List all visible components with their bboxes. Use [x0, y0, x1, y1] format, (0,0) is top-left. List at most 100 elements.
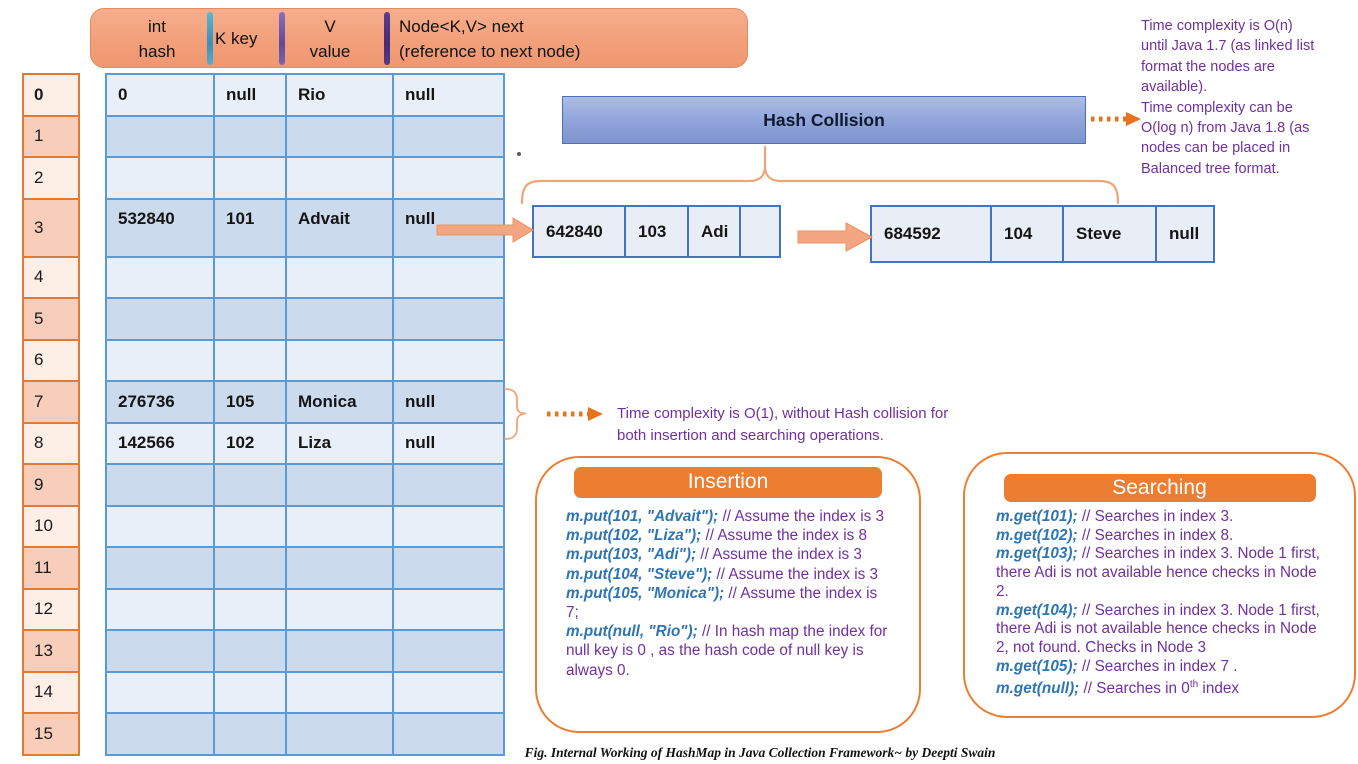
bucket-cell [213, 670, 287, 714]
note-line: format the nodes are [1141, 58, 1275, 75]
code-line: there Adi is not available hence checks … [996, 564, 1317, 582]
note-line: Balanced tree format. [1141, 160, 1280, 177]
bucket-cell: null [392, 421, 505, 465]
bucket-row [105, 463, 505, 507]
bucket-cell [285, 297, 394, 341]
bucket-cell [392, 114, 505, 158]
bucket-cell [285, 114, 394, 158]
bucket-row [105, 587, 505, 631]
column-label-v-value: V value [309, 17, 351, 61]
index-cell: 1 [22, 114, 80, 158]
bucket-cell: null [213, 73, 287, 117]
bucket-cell: 102 [213, 421, 287, 465]
node-cell: null [1155, 205, 1215, 263]
code-line: null key is 0 , as the hash code of null… [566, 642, 864, 660]
bucket-row [105, 629, 505, 673]
bucket-row [105, 156, 505, 200]
code-line: m.put(101, "Advait"); // Assume the inde… [566, 508, 885, 525]
index-cell: 14 [22, 670, 80, 714]
bucket-cell [285, 156, 394, 200]
bucket-cell [285, 463, 394, 507]
index-cell: 12 [22, 587, 80, 631]
bucket-cell [392, 587, 505, 631]
searching-panel-title: Searching [1003, 474, 1316, 502]
index-cell: 11 [22, 546, 80, 590]
bucket-cell [392, 156, 505, 200]
index-cell: 7 [22, 380, 80, 424]
code-line: m.put(104, "Steve"); // Assume the index… [566, 565, 879, 583]
bucket-cell [213, 587, 287, 631]
bucket-cell [213, 255, 287, 299]
bucket-cell [285, 255, 394, 299]
index-cell: 9 [22, 463, 80, 507]
bucket-cell [213, 712, 287, 756]
bucket-cell: 0 [105, 73, 215, 117]
bucket-cell [105, 712, 215, 756]
insertion-panel: Insertion m.put(101, "Advait"); // Assum… [535, 456, 921, 733]
bucket-row [105, 338, 505, 382]
bucket-cell [105, 629, 215, 673]
note-line: Time complexity can be [1141, 99, 1293, 116]
bucket-cell [392, 463, 505, 507]
index-cell: 10 [22, 504, 80, 548]
bucket-cell [105, 255, 215, 299]
bucket-cell [392, 338, 505, 382]
bucket-cell [285, 712, 394, 756]
code-line: 2. [996, 582, 1009, 600]
code-line: m.put(105, "Monica"); // Assume the inde… [566, 584, 878, 602]
note-line: until Java 1.7 (as linked list [1141, 38, 1315, 55]
node-cell: Steve [1062, 205, 1157, 263]
code-line: m.get(104); // Searches in index 3. Node… [996, 601, 1320, 619]
bucket-row [105, 670, 505, 714]
bucket-cell: null [392, 380, 505, 424]
bucket-cell: 532840 [105, 197, 215, 258]
bucket-cell [285, 338, 394, 382]
bucket-cell: Advait [285, 197, 394, 258]
bucket-cell [105, 546, 215, 590]
brace-icon [520, 145, 1120, 205]
bucket-cell [213, 629, 287, 673]
bucket-cell [392, 255, 505, 299]
bucket-row [105, 297, 505, 341]
index-cell: 5 [22, 297, 80, 341]
bucket-cell [392, 297, 505, 341]
bucket-cell: 142566 [105, 421, 215, 465]
bucket-cell: 101 [213, 197, 287, 258]
code-line: 7; [566, 604, 579, 622]
bucket-cell [213, 114, 287, 158]
bucket-cell [105, 587, 215, 631]
bucket-cell: Monica [285, 380, 394, 424]
index-cell: 13 [22, 629, 80, 673]
bucket-cell: Rio [285, 73, 394, 117]
bucket-cell [105, 156, 215, 200]
note-line: available). [1141, 79, 1208, 96]
bucket-cell [392, 504, 505, 548]
note-line: Time complexity is O(1), without Hash co… [617, 405, 949, 422]
bucket-cell: Liza [285, 421, 394, 465]
header-divider-icon [279, 12, 285, 65]
bucket-cell [392, 546, 505, 590]
arrow-icon [797, 222, 874, 252]
index-cell: 2 [22, 156, 80, 200]
bucket-cell: 276736 [105, 380, 215, 424]
bucket-cell [392, 629, 505, 673]
index-cell: 4 [22, 255, 80, 299]
code-line: m.put(103, "Adi"); // Assume the index i… [566, 546, 862, 564]
searching-code-block: m.get(101); // Searches in index 3.m.get… [965, 502, 1354, 699]
code-line: 2, not found. Checks in Node 3 [996, 638, 1207, 656]
bucket-cell [392, 712, 505, 756]
bucket-cell: null [392, 73, 505, 117]
insertion-panel-title: Insertion [574, 467, 882, 498]
bucket-row [105, 546, 505, 590]
bucket-cell [105, 338, 215, 382]
code-line: m.get(105); // Searches in index 7 . [996, 657, 1238, 675]
dotted-arrow-head-icon [588, 407, 603, 421]
